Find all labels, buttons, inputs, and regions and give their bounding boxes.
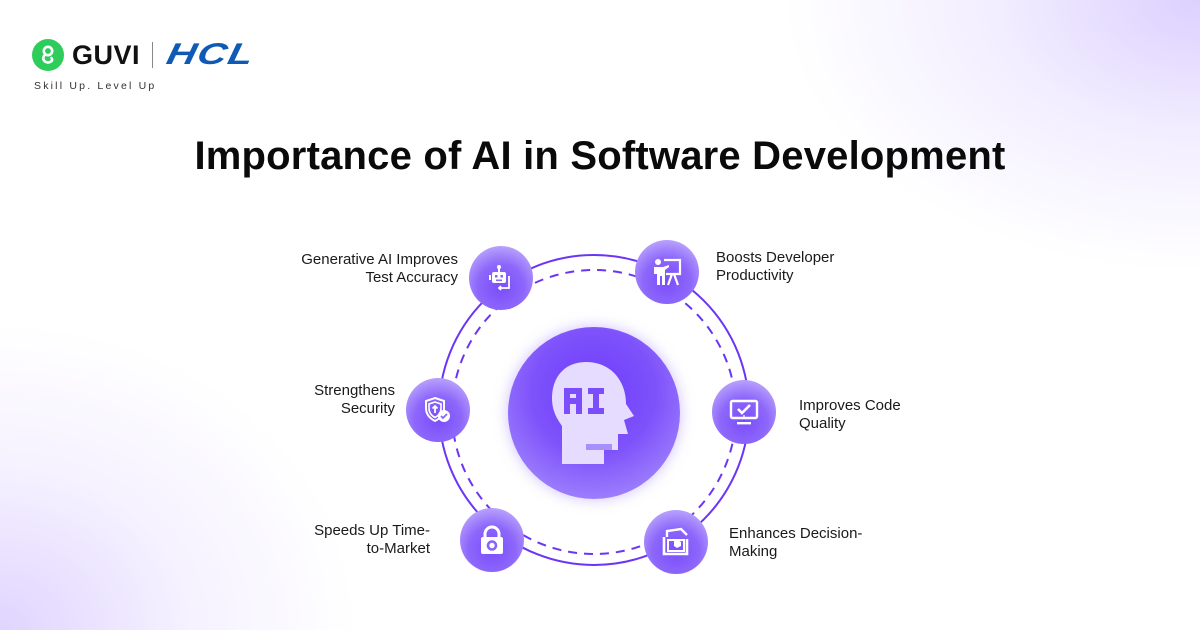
page-title: Importance of AI in Software Development [194,134,1006,178]
tagline: Skill Up. Level Up [34,80,157,92]
node-test-accuracy [469,246,533,310]
monitor-check-icon [729,399,759,425]
label-time-to-market: Speeds Up Time- to-Market [314,522,430,557]
label-code-quality: Improves Code Quality [799,397,901,432]
node-productivity [635,240,699,304]
label-decision-making: Enhances Decision- Making [729,525,863,560]
lock-icon [481,525,503,554]
guvi-logo-icon [32,39,64,71]
robot-icon [489,265,510,291]
node-code-quality [712,380,776,444]
presenter-icon [654,258,682,286]
node-security [406,378,470,442]
node-decision-making [644,510,708,574]
brand-logo: GUVI HCL Skill Up. Level Up [32,38,258,92]
shield-check-icon [425,396,450,423]
guvi-wordmark: GUVI [72,39,141,70]
label-security: Strengthens Security [314,382,395,417]
logo-divider [152,42,154,68]
center-ai-node [508,327,680,499]
label-test-accuracy: Generative AI Improves Test Accuracy [301,251,458,286]
node-time-to-market [460,508,524,572]
box-icon [662,527,689,556]
label-productivity: Boosts Developer Productivity [716,249,835,284]
ai-head-icon [552,362,634,464]
